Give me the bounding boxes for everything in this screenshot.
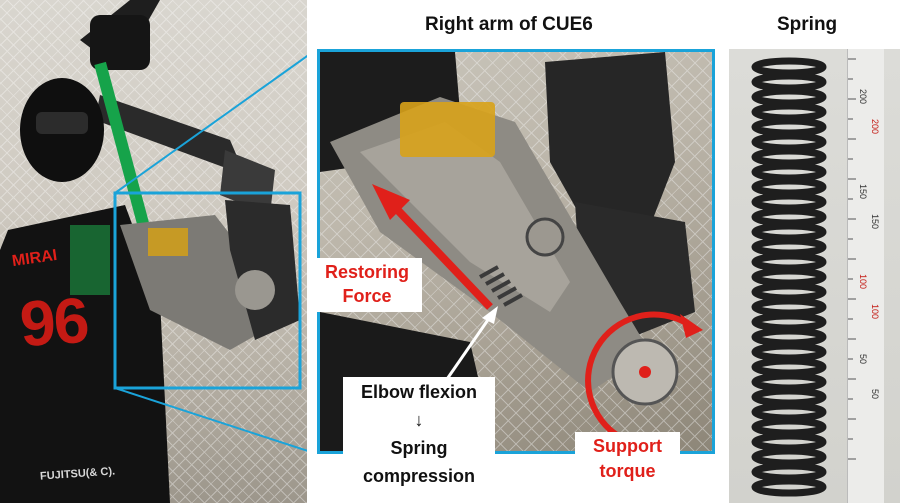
spring-coil [751, 402, 827, 422]
spring-coil [751, 132, 827, 152]
ruler-mark: 50 [870, 389, 880, 400]
spring-coil [751, 432, 827, 452]
spring-coil [751, 147, 827, 167]
spring-coil [751, 72, 827, 92]
spring-coil [751, 417, 827, 437]
spring-coil [751, 312, 827, 332]
spring-coil [751, 252, 827, 272]
spring-coil [751, 207, 827, 227]
jersey-number: 96 [17, 283, 90, 361]
spring-coil [751, 192, 827, 212]
spring-photo: 200 200 150 150 100 100 50 50 [729, 49, 900, 503]
ruler-mark: 50 [858, 354, 868, 365]
ruler: 200 200 150 150 100 100 50 50 [847, 49, 884, 503]
spring-coil [751, 372, 827, 392]
spring-coil [751, 477, 827, 497]
spring-coil [751, 222, 827, 242]
restoring-force-line1: Restoring [324, 262, 409, 282]
spring-coil [751, 297, 827, 317]
ruler-mark: 200 [870, 119, 880, 135]
spring-coil [751, 267, 827, 287]
support-torque-label: Support torque [575, 432, 680, 488]
support-torque-line2: torque [599, 461, 656, 481]
center-title: Right arm of CUE6 [425, 14, 593, 35]
spring-coil [751, 162, 827, 182]
ruler-mark: 150 [858, 184, 868, 200]
ruler-mark: 100 [870, 304, 880, 320]
elbow-flexion-line1: Elbow flexion [360, 382, 477, 402]
ruler-mark: 150 [870, 214, 880, 230]
right-title: Spring [777, 14, 838, 35]
spring-coil [751, 177, 827, 197]
spring-coil [751, 447, 827, 467]
spring-coil [751, 462, 827, 482]
spring-coil [751, 357, 827, 377]
restoring-force-label: Restoring Force [312, 258, 422, 312]
elbow-flexion-label: Elbow flexion ↓ Spring compression [343, 377, 495, 491]
support-torque-line1: Support [593, 436, 662, 456]
restoring-force-line2: Force [342, 286, 392, 306]
spring-coil [751, 342, 827, 362]
ruler-mark: 200 [858, 89, 868, 105]
spring-coil [751, 57, 827, 77]
robot-overview-photo: MIRAI 96 FUJITSU(& C). [0, 0, 307, 503]
ruler-mark: 100 [858, 274, 868, 290]
spring-coil [751, 237, 827, 257]
robot-illustration [0, 0, 307, 503]
spring-coil [751, 282, 827, 302]
elbow-flexion-line2: Spring [390, 438, 448, 458]
down-arrow-icon: ↓ [414, 410, 424, 430]
spring-coil [751, 327, 827, 347]
spring-coil [751, 87, 827, 107]
spring-coil [751, 102, 827, 122]
spring-illustration [751, 57, 827, 497]
spring-coil [751, 117, 827, 137]
ruler-ticks [848, 58, 856, 460]
spring-coil [751, 387, 827, 407]
elbow-flexion-line3: compression [362, 466, 476, 486]
